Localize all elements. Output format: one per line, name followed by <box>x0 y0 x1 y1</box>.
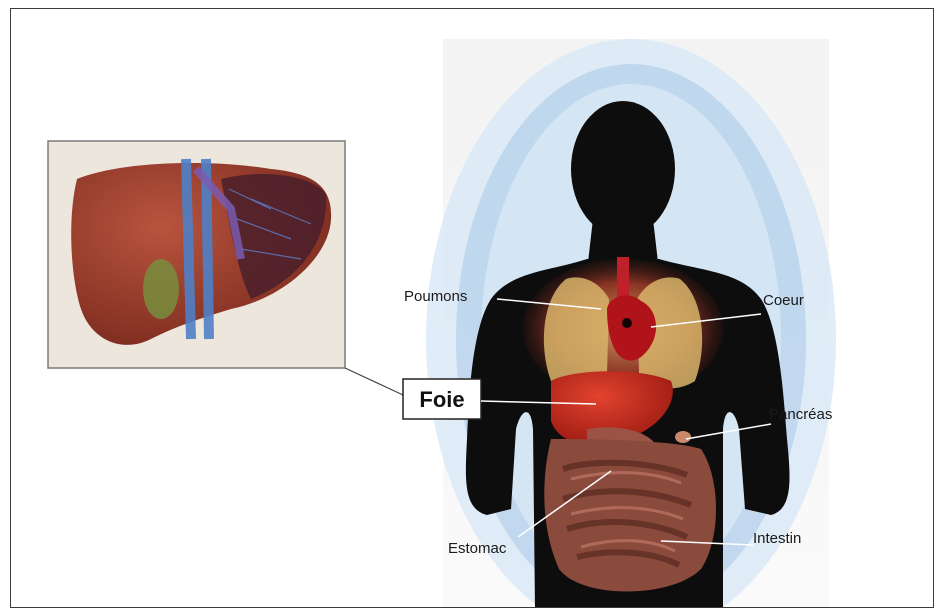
diagram-frame: Foie Poumons Coeur Pancréas Estomac Inte… <box>10 8 934 608</box>
digestive-organs <box>544 427 716 591</box>
inset-connector <box>345 368 403 395</box>
stomach-label: Estomac <box>448 540 507 557</box>
liver-label: Foie <box>419 387 464 412</box>
anatomy-diagram: Foie Poumons Coeur Pancréas Estomac Inte… <box>11 9 934 608</box>
liver-label-box: Foie <box>403 379 481 419</box>
liver-inset <box>48 141 345 368</box>
pancreas <box>675 431 691 443</box>
pancreas-label: Pancréas <box>769 406 832 423</box>
heart-label: Coeur <box>763 292 804 309</box>
lungs-label: Poumons <box>404 288 467 305</box>
intestine-label: Intestin <box>753 530 801 547</box>
